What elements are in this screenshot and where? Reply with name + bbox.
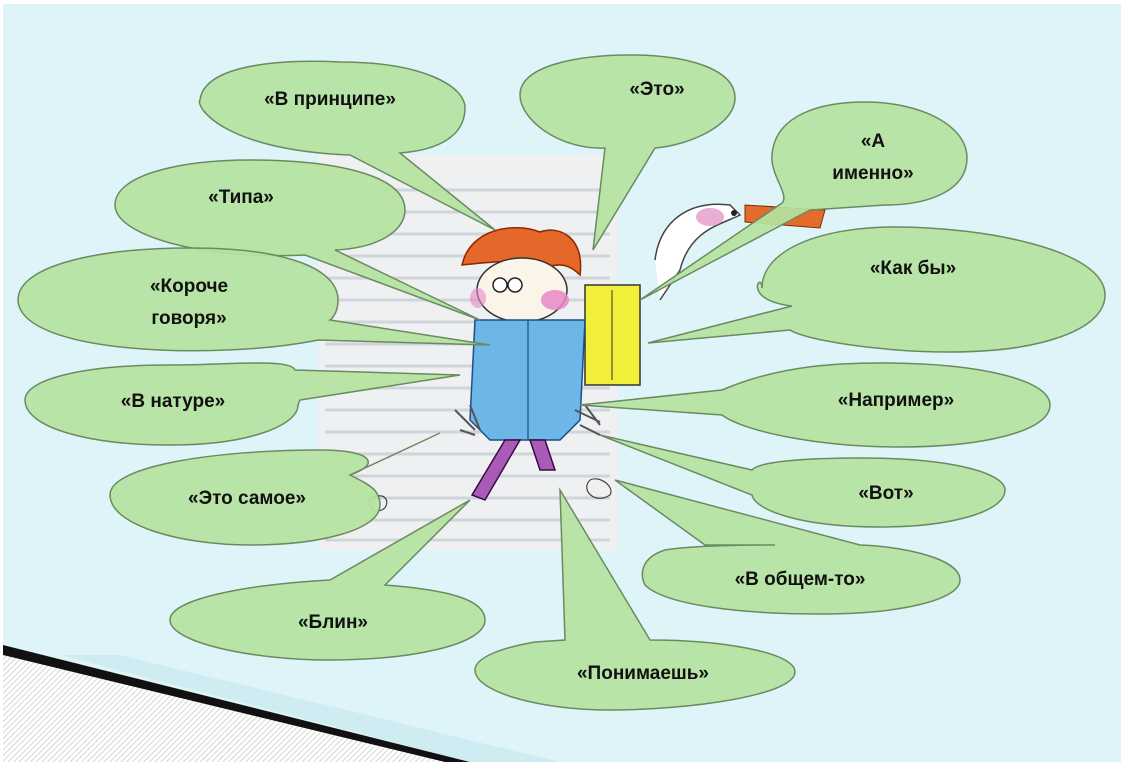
bubble-label-v-printsipe: «В принципе» [264, 89, 396, 110]
decorative-corner [3, 645, 560, 762]
bubble-label-vot: «Вот» [858, 483, 914, 504]
bubble-label-koroche-line1: «Короче [149, 276, 229, 297]
bubble-a-imenno [639, 101, 968, 301]
bubble-koroche-govorya [17, 247, 491, 352]
bubble-vot [599, 434, 1006, 528]
bubble-kak-by [647, 226, 1106, 353]
bubble-label-eto-samoe: «Это самое» [188, 488, 306, 509]
bubble-eto-samoe [109, 432, 441, 546]
bubble-label-ponimaesh: «Понимаешь» [576, 663, 710, 684]
bubble-ponimaesh [474, 487, 796, 711]
bubble-v-printsipe [198, 60, 496, 231]
bubble-label-kak-by: «Как бы» [869, 258, 957, 279]
bubble-eto [519, 54, 736, 251]
bubble-label-v-obshchem-to: «В общем-то» [734, 569, 866, 590]
bubble-label-naprimer: «Например» [837, 390, 955, 411]
bubble-label-tipa: «Типа» [208, 187, 274, 208]
diagram-canvas [3, 54, 1106, 762]
bubble-label-a-imenno-line2: именно» [832, 163, 914, 184]
bubble-label-v-nature: «В натуре» [120, 391, 226, 412]
slide: «В принципе» «Это» «А именно» «Типа» «Ка… [3, 4, 1121, 762]
bubble-tipa [114, 159, 481, 321]
bubble-naprimer [579, 362, 1051, 448]
bubble-label-koroche-govorya: «Короче говоря» [150, 271, 228, 335]
bubble-label-a-imenno: «А именно» [832, 126, 913, 190]
bubble-v-nature [24, 362, 461, 446]
bubble-blin [169, 499, 486, 661]
bubble-label-eto: «Это» [629, 79, 685, 100]
bubble-label-koroche-line2: говоря» [151, 308, 227, 329]
bubble-label-blin: «Блин» [297, 612, 369, 633]
bubble-v-obshchem-to [614, 479, 961, 615]
bubble-label-a-imenno-line1: «А [860, 131, 886, 152]
